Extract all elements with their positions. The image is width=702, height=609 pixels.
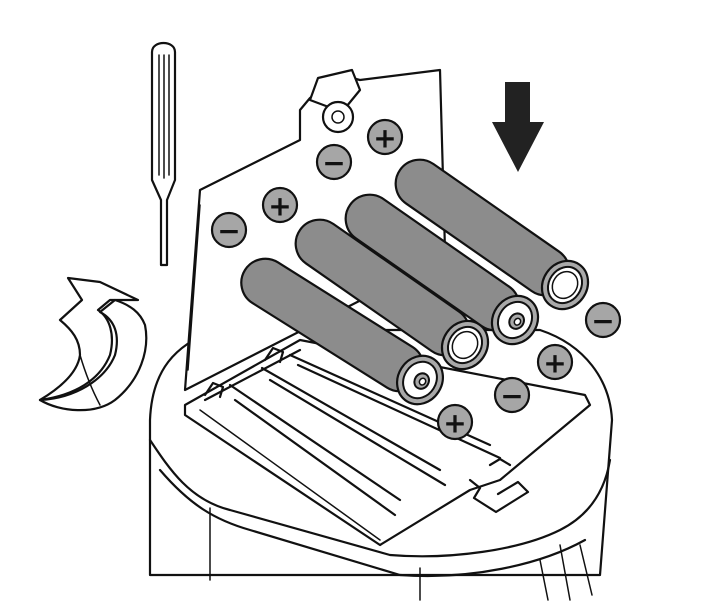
- svg-text:−: −: [500, 380, 523, 413]
- battery: [294, 218, 490, 371]
- minus-terminal-icon: −: [493, 376, 531, 414]
- svg-text:−: −: [322, 147, 345, 180]
- batteries: [240, 158, 590, 406]
- battery: [394, 158, 590, 311]
- lid-polarity-markings: +−+−: [210, 118, 404, 249]
- rotate-open-arrow-icon: [38, 276, 148, 412]
- tray-polarity-markings: −+−+: [436, 301, 622, 441]
- screwdriver-icon: [150, 41, 177, 267]
- battery: [344, 193, 540, 346]
- svg-text:−: −: [591, 305, 614, 338]
- svg-text:+: +: [443, 407, 466, 440]
- plus-terminal-icon: +: [366, 118, 404, 156]
- minus-terminal-icon: −: [315, 143, 353, 181]
- svg-text:+: +: [373, 122, 396, 155]
- down-arrow-icon: [492, 82, 544, 172]
- svg-text:−: −: [217, 215, 240, 248]
- plus-terminal-icon: +: [536, 343, 574, 381]
- minus-terminal-icon: −: [210, 211, 248, 249]
- minus-terminal-icon: −: [584, 301, 622, 339]
- battery: [240, 257, 444, 406]
- plus-terminal-icon: +: [261, 186, 299, 224]
- plus-terminal-icon: +: [436, 403, 474, 441]
- svg-text:+: +: [543, 347, 566, 380]
- svg-text:+: +: [268, 190, 291, 223]
